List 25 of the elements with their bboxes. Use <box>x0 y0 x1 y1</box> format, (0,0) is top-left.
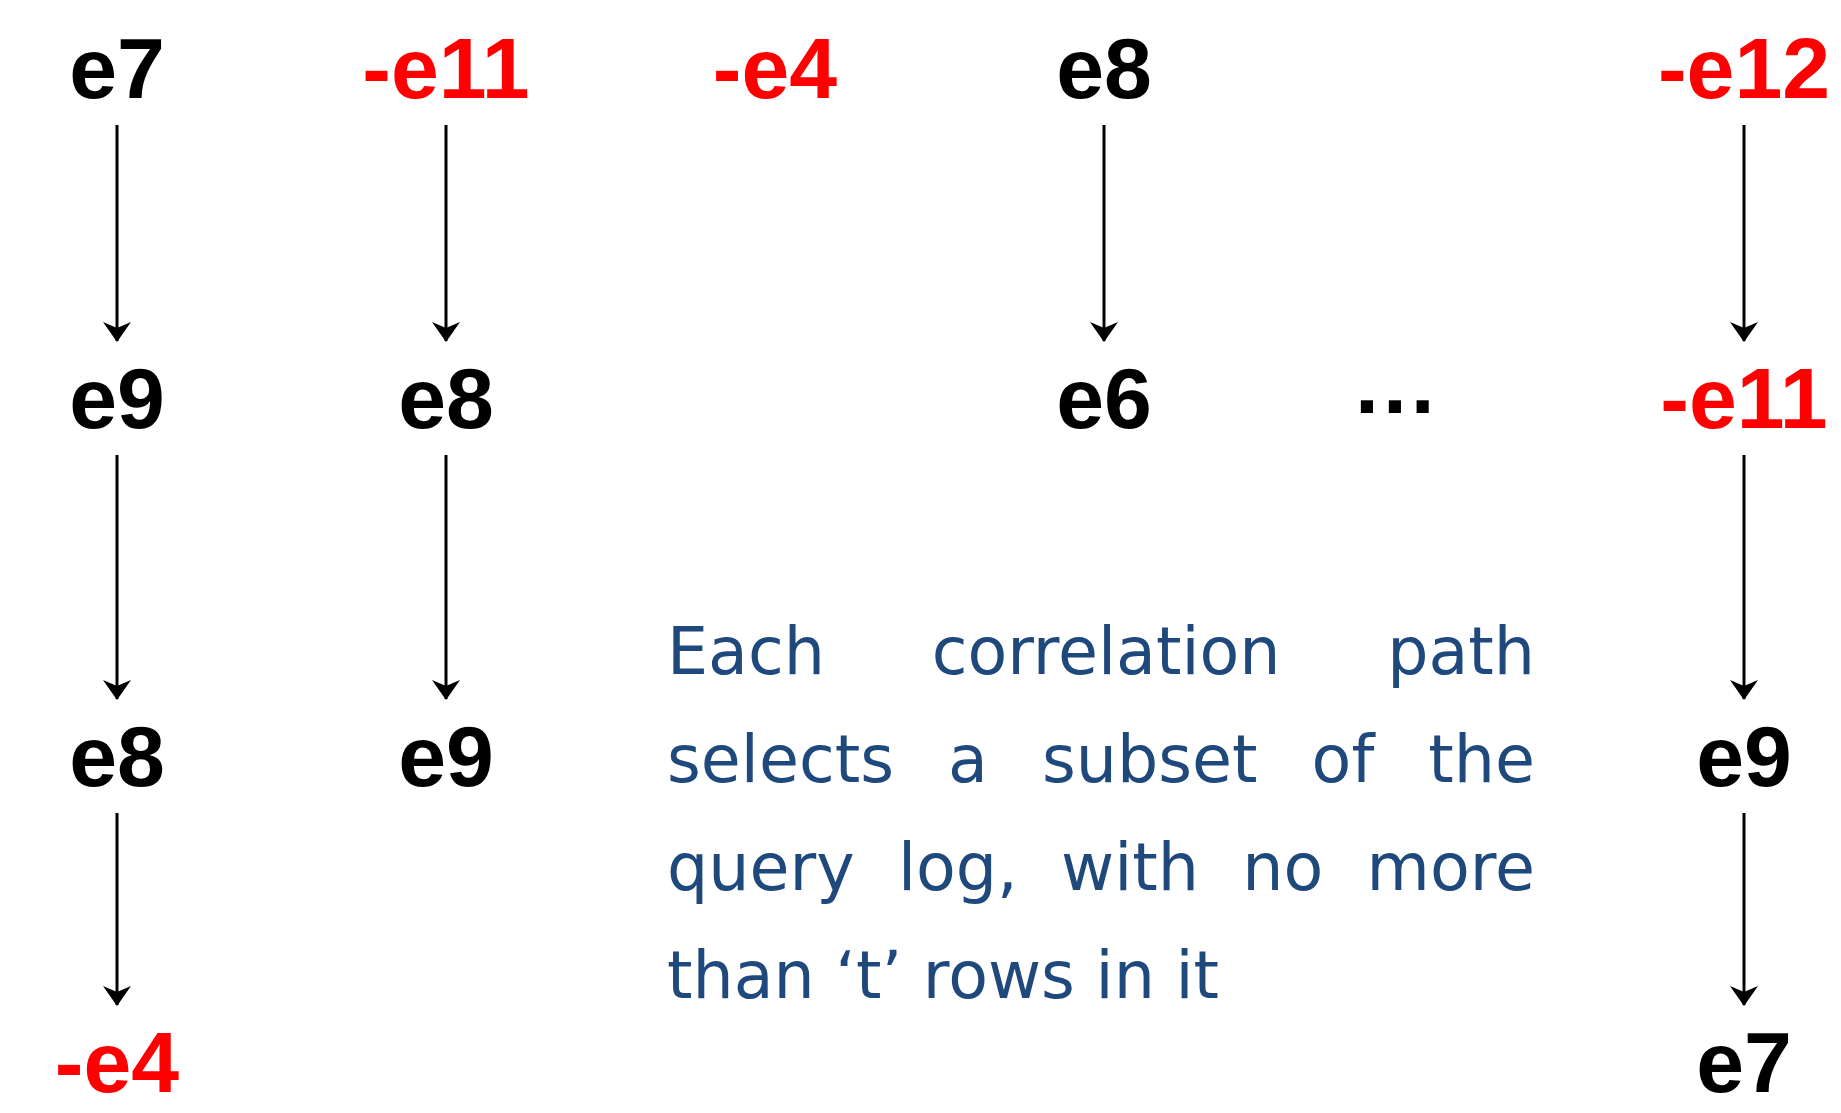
event-label: e7 <box>1696 1019 1792 1105</box>
event-label: e8 <box>69 713 165 799</box>
arrow <box>432 455 460 700</box>
arrow <box>432 125 460 342</box>
arrow <box>1730 125 1758 342</box>
event-label: -e4 <box>54 1019 180 1105</box>
note-text: Each correlation path selects a subset of the query log, with no more than ‘t’ rows in it <box>667 613 1535 1015</box>
arrow <box>103 455 131 700</box>
event-label: e9 <box>69 355 165 441</box>
event-label: -e11 <box>362 25 530 111</box>
event-label: -e4 <box>712 25 838 111</box>
event-label: e9 <box>398 713 494 799</box>
arrow <box>103 125 131 342</box>
arrow <box>103 813 131 1006</box>
arrow <box>1090 125 1118 342</box>
event-label: e8 <box>398 355 494 441</box>
event-label: -e12 <box>1657 25 1831 111</box>
ellipsis: ... <box>1355 340 1439 426</box>
arrow <box>1730 813 1758 1006</box>
event-label: -e11 <box>1660 355 1828 441</box>
arrow <box>1730 455 1758 700</box>
event-label: e9 <box>1696 713 1792 799</box>
event-label: e7 <box>69 25 165 111</box>
event-label: e6 <box>1056 355 1152 441</box>
event-label: e8 <box>1056 25 1152 111</box>
